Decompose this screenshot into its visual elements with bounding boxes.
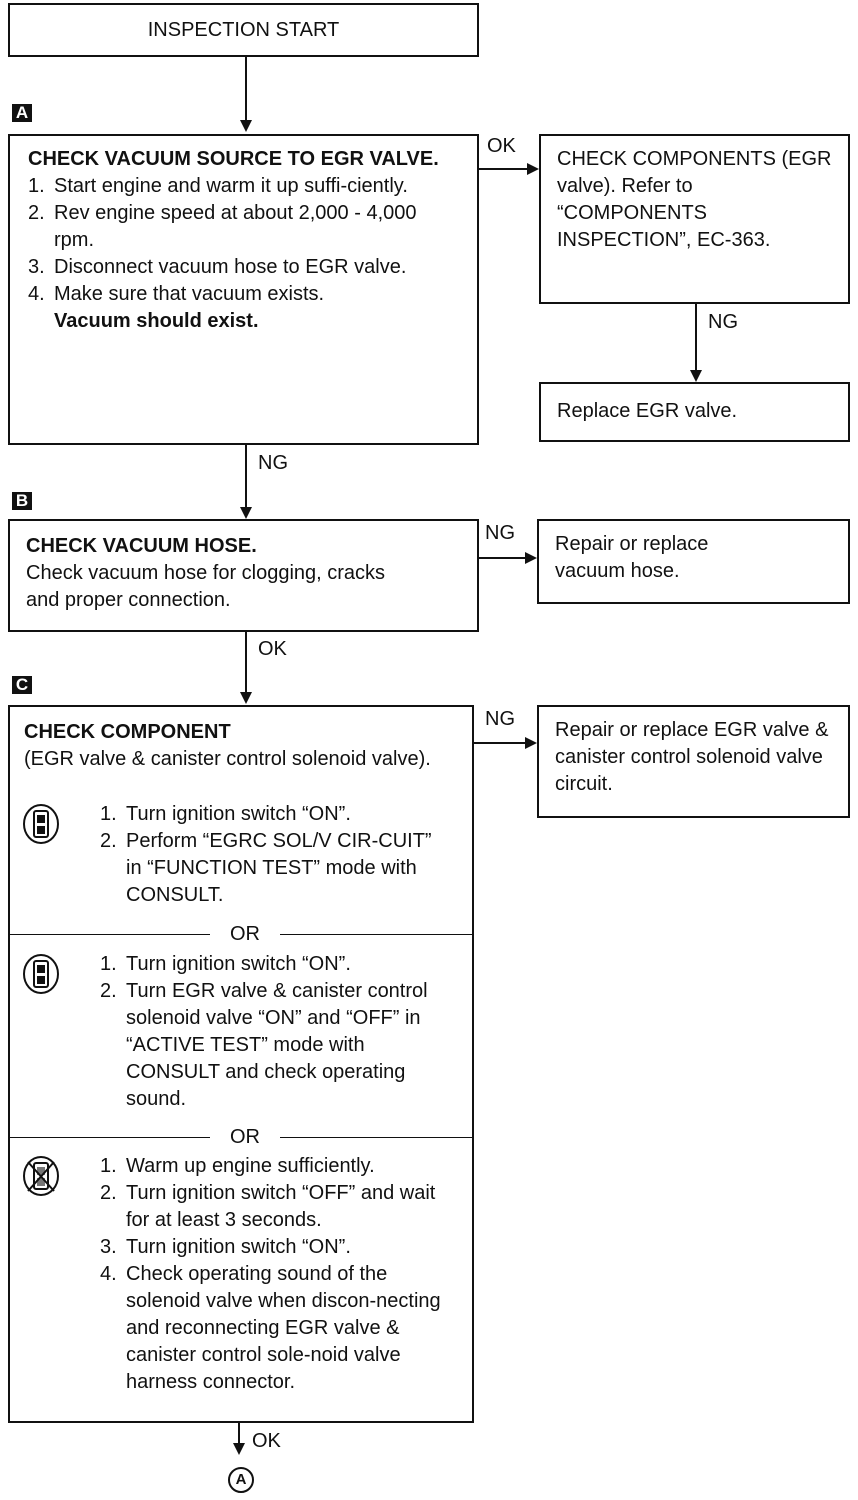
box-c-method-2: 1. Turn ignition switch “ON”. 2. Turn EG… [100, 951, 452, 1113]
box-c-method-3-step: 2. Turn ignition switch “OFF” and wait f… [100, 1182, 436, 1231]
label-ok-a: OK [487, 135, 516, 157]
box-c-method-3-step: 3. Turn ignition switch “ON”. [100, 1236, 351, 1258]
arrowhead-c-to-a [233, 1443, 245, 1455]
connector-c-to-repair-circuit [474, 742, 525, 744]
arrowhead-start-to-a [240, 120, 252, 132]
connector-b-to-repair-hose [479, 557, 525, 559]
box-c-title: CHECK COMPONENT [24, 721, 231, 743]
no-tools-icon [23, 1156, 59, 1196]
box-c-method-2-step: 2. Turn EGR valve & canister control sol… [100, 980, 428, 1110]
box-repair-vacuum-hose: Repair or replace vacuum hose. [537, 519, 850, 604]
box-c-method-3-step: 1. Warm up engine sufficiently. [100, 1155, 375, 1177]
box-c-header: CHECK COMPONENT (EGR valve & canister co… [10, 719, 472, 773]
box-c-method-1-step: 2. Perform “EGRC SOL/V CIR-CUIT” in “FUN… [100, 830, 432, 906]
box-c-method-3: 1. Warm up engine sufficiently. 2. Turn … [100, 1153, 458, 1396]
connector-b-to-c [245, 632, 247, 692]
box-a-title: CHECK VACUUM SOURCE TO EGR VALVE. [28, 148, 439, 170]
arrowhead-c-to-repair-circuit [525, 737, 537, 749]
connector-a-to-b [245, 445, 247, 507]
or-label: OR [230, 1126, 260, 1148]
or-separator: OR [10, 1126, 472, 1148]
box-c-subtitle: (EGR valve & canister control solenoid v… [24, 748, 431, 770]
box-c-method-1: 1. Turn ignition switch “ON”. 2. Perform… [100, 801, 452, 909]
box-repair-egr-circuit-text: Repair or replace EGR valve & canister c… [555, 719, 829, 795]
arrowhead-b-to-repair-hose [525, 552, 537, 564]
consult-tester-icon [23, 804, 59, 844]
label-ng-a: NG [258, 452, 288, 474]
box-check-vacuum-hose: CHECK VACUUM HOSE. Check vacuum hose for… [8, 519, 479, 632]
arrowhead-a-to-b [240, 507, 252, 519]
connector-a-label: A [235, 1471, 247, 1488]
box-a-step: 1. Start engine and warm it up suffi-cie… [28, 175, 408, 197]
consult-tester-icon [23, 954, 59, 994]
badge-c: C [12, 676, 32, 694]
badge-b: B [12, 492, 32, 510]
box-check-components: CHECK COMPONENTS (EGR valve). Refer to “… [539, 134, 850, 304]
label-ng-c: NG [485, 708, 515, 730]
connector-c-to-a [238, 1423, 240, 1445]
label-ng-b: NG [485, 522, 515, 544]
connector-a-circle: A [228, 1467, 254, 1493]
box-check-vacuum-source: CHECK VACUUM SOURCE TO EGR VALVE. 1. Sta… [8, 134, 479, 445]
label-ng-components: NG [708, 311, 738, 333]
box-replace-egr-valve: Replace EGR valve. [539, 382, 850, 442]
arrowhead-b-to-c [240, 692, 252, 704]
connector-start-to-a [245, 57, 247, 120]
arrowhead-a-to-components [527, 163, 539, 175]
box-a-step: 4. Make sure that vacuum exists. [28, 283, 325, 305]
badge-a: A [12, 104, 32, 122]
inspection-start-label: INSPECTION START [147, 19, 340, 41]
box-a-emphasis: Vacuum should exist. [54, 310, 259, 332]
arrowhead-components-to-replace [690, 370, 702, 382]
connector-components-to-replace [695, 304, 697, 370]
or-separator: OR [10, 923, 472, 945]
box-check-component: CHECK COMPONENT (EGR valve & canister co… [8, 705, 474, 1423]
box-a-step: 3. Disconnect vacuum hose to EGR valve. [28, 256, 407, 278]
box-a-step: 2. Rev engine speed at about 2,000 - 4,0… [28, 202, 417, 251]
connector-a-to-components [479, 168, 527, 170]
inspection-start-box: INSPECTION START [8, 3, 479, 57]
box-check-components-text: CHECK COMPONENTS (EGR valve). Refer to “… [557, 148, 832, 251]
box-c-method-1-step: 1. Turn ignition switch “ON”. [100, 803, 351, 825]
or-label: OR [230, 923, 260, 945]
box-c-method-2-step: 1. Turn ignition switch “ON”. [100, 953, 351, 975]
box-repair-vacuum-hose-text: Repair or replace vacuum hose. [555, 533, 709, 582]
box-b-text: Check vacuum hose for clogging, cracks a… [26, 562, 386, 611]
box-replace-egr-valve-text: Replace EGR valve. [557, 400, 738, 422]
label-ok-b: OK [258, 638, 287, 660]
box-b-title: CHECK VACUUM HOSE. [26, 535, 257, 557]
box-c-method-3-step: 4. Check operating sound of the solenoid… [100, 1263, 441, 1393]
label-ok-c: OK [252, 1430, 281, 1452]
box-repair-egr-circuit: Repair or replace EGR valve & canister c… [537, 705, 850, 818]
